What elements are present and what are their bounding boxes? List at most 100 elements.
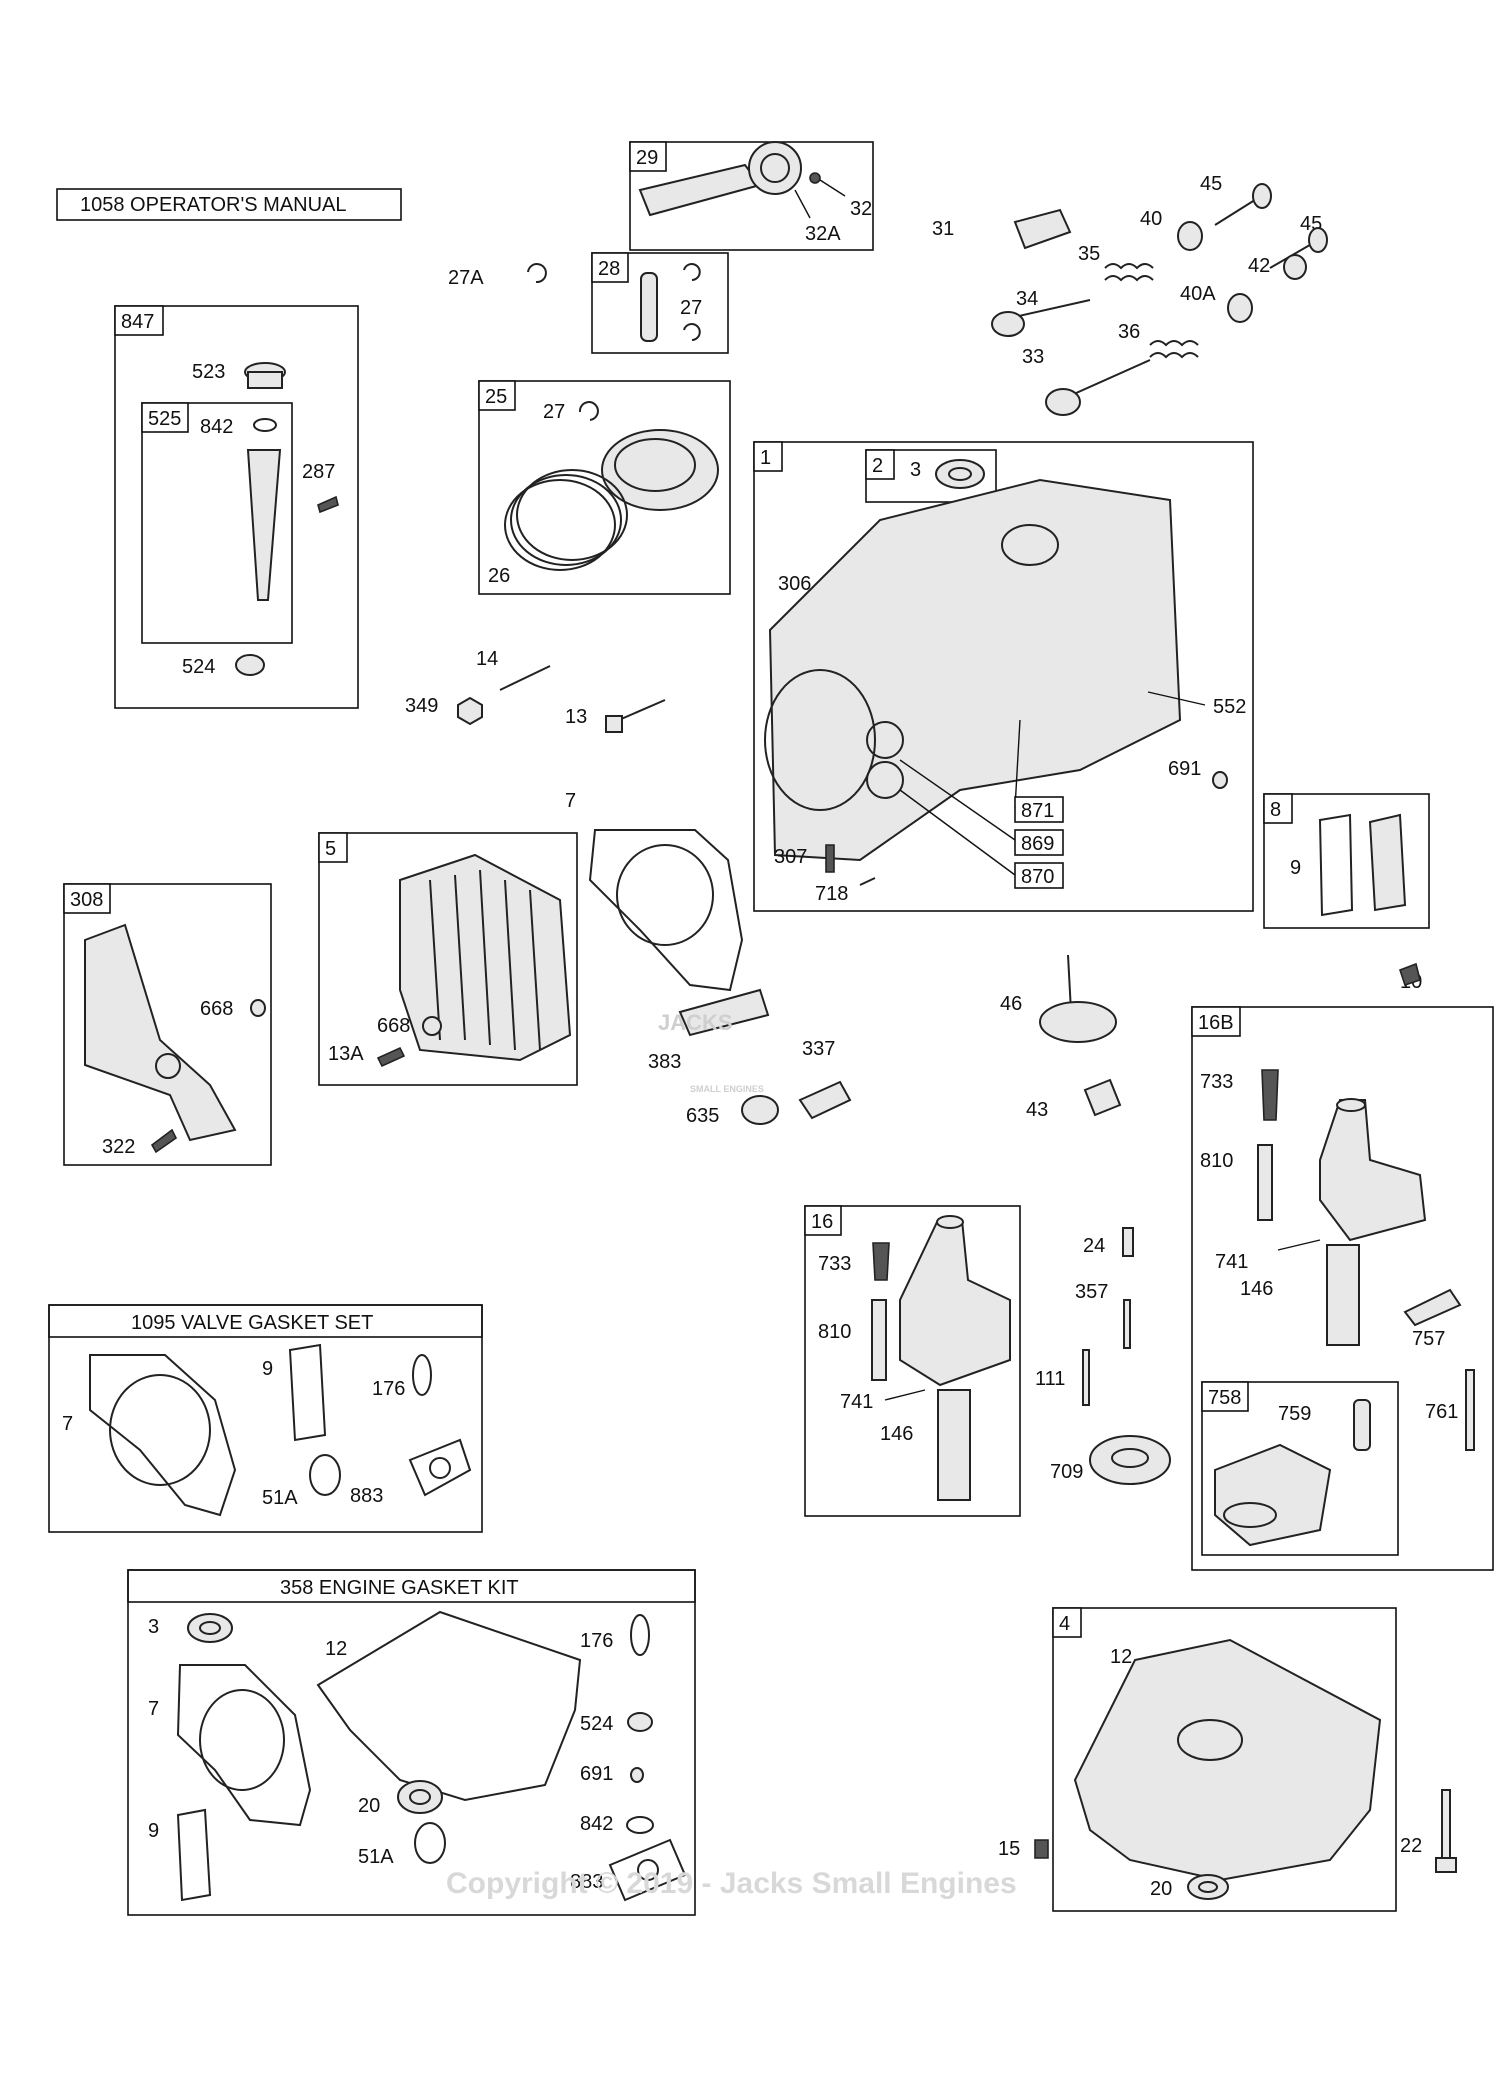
callout-741: 741	[1215, 1251, 1248, 1273]
callout-c4-20: 20	[1150, 1878, 1172, 1900]
stud-icon	[499, 665, 551, 691]
oil-seal-icon	[935, 459, 985, 489]
callout-40a: 40A	[1180, 283, 1216, 305]
cylinder-block-icon	[768, 478, 1182, 862]
callout-870: 870	[1021, 866, 1054, 888]
callout-741b: 741	[840, 1391, 873, 1413]
part-10[interactable]: 10	[1398, 962, 1422, 993]
callout-22: 22	[1400, 1835, 1422, 1857]
callout-13a: 13A	[328, 1043, 364, 1065]
callout-15: 15	[998, 1838, 1020, 1860]
balancer-icon	[1214, 1443, 1332, 1547]
callout-111: 111	[1035, 1368, 1065, 1390]
group-4-tag: 4	[1059, 1613, 1070, 1635]
cam-gear-icon	[1039, 1001, 1117, 1043]
callout-27: 27	[680, 297, 702, 319]
group-28[interactable]: 28 27	[591, 252, 729, 354]
valve-gasket-set[interactable]: 1095 VALVE GASKET SET 7 9 176 51A 883	[48, 1304, 483, 1533]
head-gasket-7[interactable]: 7	[565, 790, 744, 992]
callout-635: 635	[686, 1105, 719, 1127]
callout-k176: 176	[580, 1630, 613, 1652]
callout-k7: 7	[148, 1698, 159, 1720]
operators-manual-item[interactable]: 1058 OPERATOR'S MANUAL	[56, 188, 402, 221]
callout-k20: 20	[358, 1795, 380, 1817]
callout-307: 307	[774, 846, 807, 868]
callout-552: 552	[1213, 696, 1246, 718]
valve-keeper-icon	[1177, 221, 1203, 251]
callout-42: 42	[1248, 255, 1270, 277]
group-847[interactable]: 847 523 525 842 287 524	[114, 305, 359, 709]
piston-icon	[601, 429, 719, 511]
callout-k3: 3	[148, 1616, 159, 1638]
callout-34: 34	[1016, 288, 1038, 310]
rod-bolt-icon	[809, 172, 821, 184]
callout-7: 7	[565, 790, 576, 812]
group-16b-tag: 16B	[1198, 1012, 1234, 1034]
callout-322: 322	[102, 1136, 135, 1158]
wrist-pin-icon	[640, 272, 658, 342]
callout-k524: 524	[580, 1713, 613, 1735]
callout-523: 523	[192, 361, 225, 383]
callout-349: 349	[405, 695, 438, 717]
breather-gasket-icon	[1318, 813, 1354, 917]
pins-group[interactable]: 24 357 111 709	[1035, 1227, 1171, 1485]
cylinder-shield-icon	[84, 923, 237, 1142]
callout-287: 287	[302, 461, 335, 483]
group-25[interactable]: 25 27 26	[478, 380, 731, 595]
group-4[interactable]: 4 12 15 20	[998, 1607, 1397, 1912]
callout-14: 14	[476, 648, 498, 670]
camshaft-46[interactable]: 46 43	[1000, 954, 1122, 1121]
spark-plug-icon	[798, 1080, 852, 1120]
connecting-rod-icon	[638, 163, 762, 217]
callout-668b: 668	[377, 1015, 410, 1037]
callout-337: 337	[802, 1038, 835, 1060]
group-525-tag: 525	[148, 408, 181, 430]
bolt-icon	[317, 495, 339, 514]
part-22[interactable]: 22	[1400, 1789, 1457, 1873]
callout-v51a: 51A	[262, 1487, 298, 1509]
group-16b[interactable]: 16B 733 810 741 146 757 761 758 759	[1191, 1006, 1494, 1571]
group-28-tag: 28	[598, 258, 620, 280]
callout-43: 43	[1026, 1099, 1048, 1121]
crankshaft-16-icon	[899, 1219, 1011, 1387]
callout-357: 357	[1075, 1281, 1108, 1303]
nut-icon	[457, 696, 483, 726]
crankshaft-icon	[1319, 1099, 1427, 1242]
valve-spring-icon	[1104, 263, 1154, 282]
ignition-wire-icon	[678, 988, 770, 1037]
group-1[interactable]: 1 2 3 306 552 691 871 869 870 307 718	[753, 441, 1254, 912]
group-5[interactable]: 5 668 13A	[318, 832, 578, 1086]
operators-manual-label: 1058 OPERATOR'S MANUAL	[80, 194, 347, 216]
jacks-logo-subtext: SMALL ENGINES	[690, 1084, 764, 1094]
group-8[interactable]: 8 9	[1263, 793, 1430, 929]
group-5-tag: 5	[325, 838, 336, 860]
valve-cover-plate-icon	[1013, 208, 1072, 250]
gasket-icon	[588, 829, 744, 992]
group-16[interactable]: 16 733 810 741 146	[804, 1205, 1021, 1517]
callout-32: 32	[850, 198, 872, 220]
copyright-watermark: Copyright © 2019 - Jacks Small Engines	[446, 1867, 1017, 1900]
part-27a[interactable]: 27A	[448, 263, 547, 289]
callout-810b: 810	[818, 1321, 851, 1343]
callout-757: 757	[1412, 1328, 1445, 1350]
callout-36: 36	[1118, 321, 1140, 343]
group-29[interactable]: 29 32 32A	[629, 141, 874, 251]
group-308[interactable]: 308 668 322	[63, 883, 272, 1166]
callout-v883: 883	[350, 1485, 383, 1507]
rod-big-end-icon	[748, 141, 802, 195]
callout-27a: 27A	[448, 267, 484, 289]
callout-871: 871	[1021, 800, 1054, 822]
callout-v9: 9	[262, 1358, 273, 1380]
group-16-tag: 16	[811, 1211, 833, 1233]
callout-k12: 12	[325, 1638, 347, 1660]
intake-valve-icon	[1064, 359, 1151, 399]
engine-gasket-kit[interactable]: 358 ENGINE GASKET KIT 3 12 176 7 524 691…	[127, 1569, 696, 1916]
callout-v7: 7	[62, 1413, 73, 1435]
callout-k691: 691	[580, 1763, 613, 1785]
head-bolts[interactable]: 14 349 13	[405, 648, 666, 733]
spark-plug-group[interactable]: 383 337 635 JACKS SMALL ENGINES	[648, 988, 852, 1127]
jacks-logo: JACKS	[658, 1010, 733, 1035]
valve-train[interactable]: 31 45 40 45 35 42 34 40A 36 33	[932, 173, 1328, 416]
